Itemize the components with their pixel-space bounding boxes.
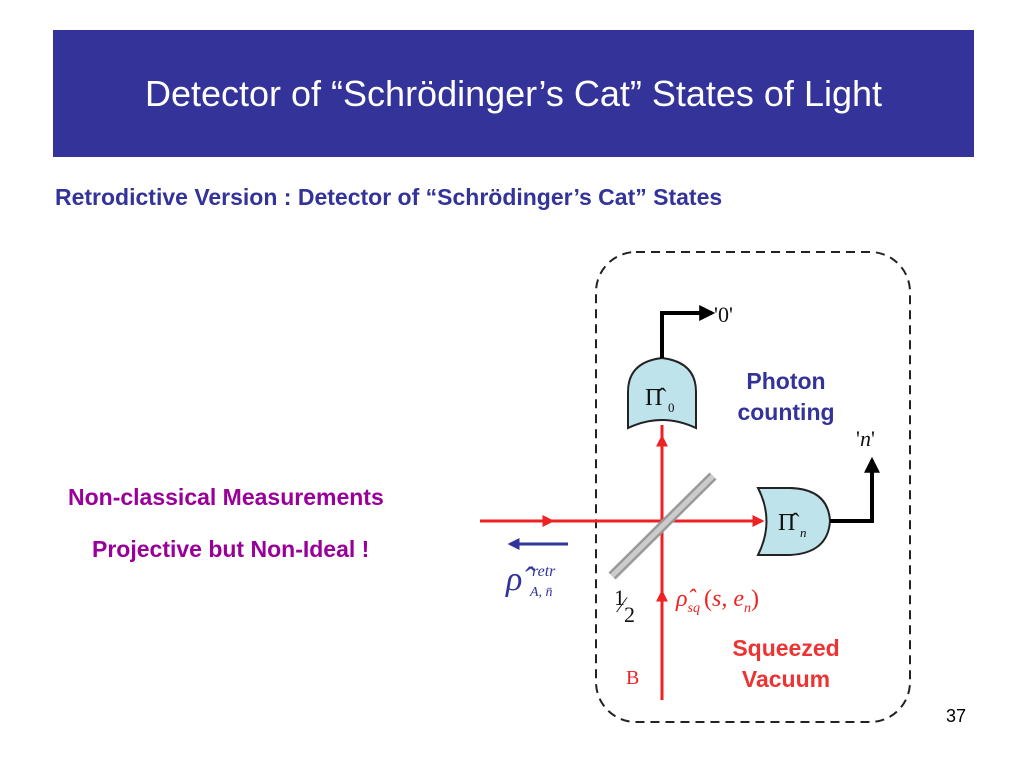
slide-subtitle: Retrodictive Version : Detector of “Schr…	[55, 184, 723, 210]
output-n-line	[830, 456, 880, 523]
half-fraction-num: 1	[614, 585, 625, 610]
slide-title: Detector of “Schrödinger’s Cat” States o…	[144, 72, 883, 114]
detector-pin	[756, 487, 832, 556]
retrodicted-state-sup: retr	[532, 563, 556, 580]
output-n-label: 'n'	[856, 426, 875, 451]
note-projective: Projective but Non-Ideal !	[92, 536, 370, 562]
retrodicted-state-sub: A, n̄	[529, 585, 553, 600]
beam-splitter-edge	[610, 474, 715, 578]
port-b-label: B	[626, 667, 639, 689]
photon-counting-label-1: Photon	[746, 368, 825, 394]
output-zero-line	[660, 305, 716, 358]
detector-pin-subscript: n	[800, 525, 807, 540]
slide-number: 37	[945, 706, 966, 726]
photon-counting-label-2: counting	[737, 399, 834, 425]
detector-pi0	[627, 356, 697, 430]
detector-pin-symbol: Π̂	[778, 510, 799, 536]
half-fraction-den: 2	[624, 602, 635, 627]
detector-pi0-symbol: Π̂	[645, 385, 666, 411]
squeezed-state-formula: ρ̂sq(s, en)	[675, 586, 759, 616]
squeezed-vacuum-label-1: Squeezed	[732, 635, 839, 661]
squeezed-vacuum-label-2: Vacuum	[742, 666, 830, 692]
detector-pi0-subscript: 0	[668, 400, 675, 415]
title-bar: Detector of “Schrödinger’s Cat” States o…	[53, 30, 974, 157]
note-non-classical: Non-classical Measurements	[68, 484, 384, 510]
output-zero-label: '0'	[714, 302, 733, 327]
